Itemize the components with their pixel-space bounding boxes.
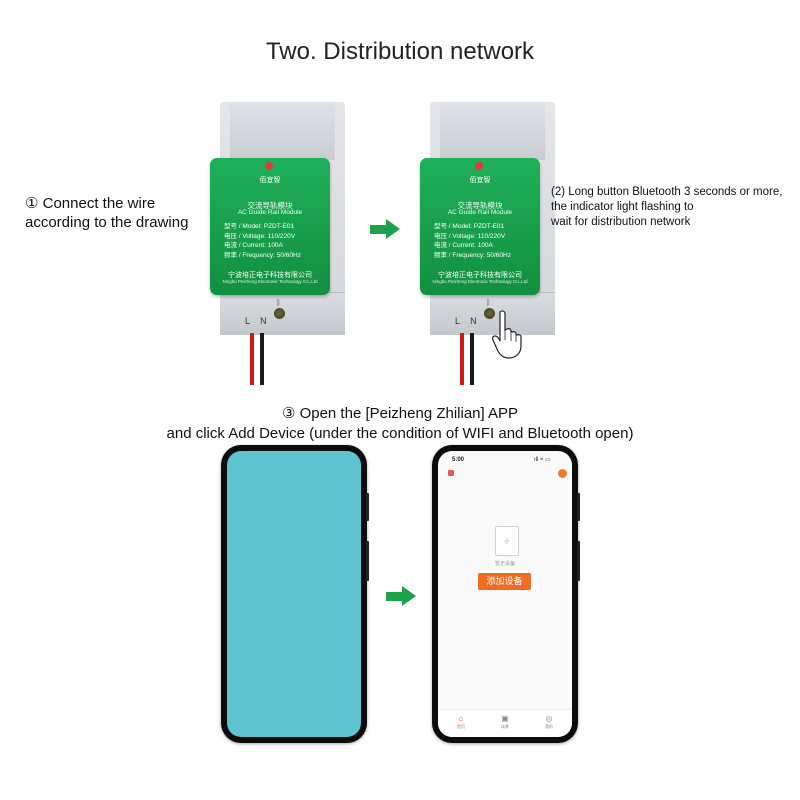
hand-pointer-icon — [492, 310, 522, 359]
live-wire — [460, 333, 464, 385]
profile-icon: ◎ — [545, 714, 553, 723]
bluetooth-button[interactable] — [274, 308, 285, 319]
step2-line1: (2) Long button Bluetooth 3 seconds or m… — [551, 186, 783, 198]
home-selector-icon[interactable] — [448, 470, 454, 476]
company-name-cn: 宁波培正电子科技有限公司 — [438, 272, 522, 279]
module-specs: 型号 / Model: PZDT-E01 电压 / Voltage: 110/2… — [224, 222, 301, 260]
step1-line1: ① Connect the wire — [25, 195, 156, 212]
tab-scene[interactable]: ▣ 场景 — [490, 714, 520, 730]
step1-caption: ① Connect the wire according to the draw… — [25, 194, 188, 232]
green-label-panel: 佰宜智 交流导轨模块 AC Guide Rail Module 型号 / Mod… — [420, 158, 540, 295]
bottom-tab-bar: ⌂ 首页 ▣ 场景 ◎ 我的 — [438, 709, 572, 737]
housing-top — [230, 102, 335, 160]
terminal-label: L N — [245, 316, 271, 326]
module-name-cn: 交流导轨模块 — [457, 201, 503, 210]
step1-line2: according to the drawing — [25, 214, 189, 231]
neutral-wire — [260, 333, 264, 385]
tab-home[interactable]: ⌂ 首页 — [446, 714, 476, 730]
brand-logo-icon — [265, 162, 273, 170]
spec-model: 型号 / Model: PZDT-E01 — [224, 223, 295, 230]
brand-logo: 佰宜智 — [469, 177, 491, 184]
step2-caption: (2) Long button Bluetooth 3 seconds or m… — [551, 185, 782, 230]
spec-voltage: 电压 / Voltage: 110/220V — [224, 232, 296, 240]
module-name-en: AC Guide Rail Module — [447, 209, 513, 216]
company-name-en: Ningbo Peizheng Electronic Technology Co… — [432, 279, 528, 284]
step2-line2: the indicator light flashing to — [551, 201, 694, 213]
empty-document-icon: + — [495, 526, 519, 556]
empty-state-text: 暂无设备 — [494, 561, 515, 567]
module-specs: 型号 / Model: PZDT-E01 电压 / Voltage: 110/2… — [434, 222, 511, 260]
tab-scene-label: 场景 — [501, 724, 509, 729]
spec-frequency: 频率 / Frequency: 50/60Hz — [224, 251, 301, 259]
phone-screen: 5:00 ıll ≈ ▭ + 暂无设备 添加设备 ⌂ 首页 ▣ 场景 ◎ 我的 — [438, 451, 572, 737]
rail-module-device-2: 佰宜智 交流导轨模块 AC Guide Rail Module 型号 / Mod… — [420, 102, 555, 387]
company-name-en: Ningbo Peizheng Electronic Technology Co… — [222, 279, 318, 284]
bluetooth-icon: ᛒ — [486, 298, 491, 307]
phone-app-screen: 5:00 ıll ≈ ▭ + 暂无设备 添加设备 ⌂ 首页 ▣ 场景 ◎ 我的 — [432, 445, 580, 743]
page-title: Two. Distribution network — [265, 38, 535, 65]
rail-module-device-1: 佰宜智 交流导轨模块 AC Guide Rail Module 型号 / Mod… — [210, 102, 345, 387]
spec-model: 型号 / Model: PZDT-E01 — [434, 223, 505, 230]
terminal-label: L N — [455, 316, 481, 326]
spec-voltage: 电压 / Voltage: 110/220V — [434, 232, 506, 240]
housing-top — [440, 102, 545, 160]
status-time: 5:00 — [452, 457, 465, 463]
tab-profile-label: 我的 — [545, 724, 553, 729]
phone-screen[interactable] — [227, 451, 361, 737]
brand-logo: 佰宜智 — [259, 177, 281, 184]
tab-home-label: 首页 — [457, 724, 465, 729]
step3-line1: ③ Open the [Peizheng Zhilian] APP — [281, 405, 519, 422]
add-icon[interactable] — [558, 469, 567, 478]
scene-icon: ▣ — [501, 714, 509, 723]
spec-current: 电流 / Current: 100A — [434, 242, 493, 249]
home-icon: ⌂ — [458, 714, 464, 723]
spec-frequency: 频率 / Frequency: 50/60Hz — [434, 251, 511, 259]
company-name-cn: 宁波培正电子科技有限公司 — [228, 272, 312, 279]
neutral-wire — [470, 333, 474, 385]
green-label-panel: 佰宜智 交流导轨模块 AC Guide Rail Module 型号 / Mod… — [210, 158, 330, 295]
live-wire — [250, 333, 254, 385]
step2-line3: wait for distribution network — [551, 216, 691, 228]
bluetooth-button[interactable] — [484, 308, 495, 319]
brand-logo-icon — [475, 162, 483, 170]
arrow-right-icon — [386, 586, 416, 606]
add-device-button[interactable]: 添加设备 — [478, 573, 531, 590]
step3-caption: ③ Open the [Peizheng Zhilian] APP and cl… — [0, 404, 800, 444]
module-name-en: AC Guide Rail Module — [237, 209, 303, 216]
tab-profile[interactable]: ◎ 我的 — [534, 714, 564, 730]
bluetooth-icon: ᛒ — [276, 298, 281, 307]
module-name-cn: 交流导轨模块 — [247, 201, 293, 210]
arrow-right-icon — [370, 219, 400, 239]
status-icons: ıll ≈ ▭ — [534, 457, 551, 463]
phone-home-screen — [221, 445, 369, 743]
step3-line2: and click Add Device (under the conditio… — [166, 425, 634, 442]
spec-current: 电流 / Current: 100A — [224, 242, 283, 249]
